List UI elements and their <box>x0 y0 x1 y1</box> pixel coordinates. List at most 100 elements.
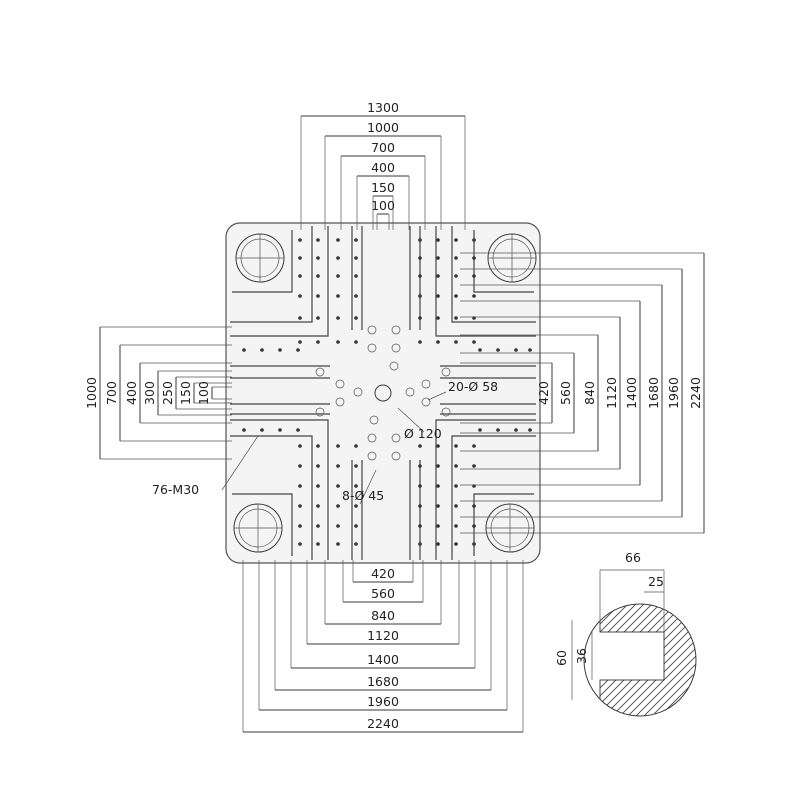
t-slot-edge <box>435 226 536 337</box>
threaded-hole <box>478 348 482 352</box>
platen-plate <box>225 222 541 564</box>
hatch-line <box>712 600 800 720</box>
threaded-hole <box>354 238 358 242</box>
locating-hole <box>441 367 451 377</box>
t-slot-edge <box>435 419 536 560</box>
threaded-hole <box>278 428 282 432</box>
threaded-hole <box>472 464 476 468</box>
threaded-hole <box>436 294 440 298</box>
right-dim-label: 1680 <box>646 377 661 409</box>
leader-center-120 <box>397 407 425 433</box>
callout-threads-m30: 76-M30 <box>152 482 199 497</box>
threaded-hole <box>354 294 358 298</box>
hatch-line <box>704 600 800 720</box>
locating-hole <box>367 451 377 461</box>
hatch-line <box>647 604 696 716</box>
hatch-line <box>584 604 641 716</box>
top-dim-label: 400 <box>371 160 395 175</box>
t-slots <box>230 226 536 560</box>
t-slot-edge <box>451 226 536 323</box>
hatch-line <box>623 604 696 716</box>
hatch-line <box>671 604 696 716</box>
hatch-line <box>584 604 633 716</box>
threaded-hole <box>260 348 264 352</box>
top-dim-label: 1000 <box>367 120 399 135</box>
threaded-hole <box>454 340 458 344</box>
hatch-line <box>639 604 696 716</box>
threaded-hole <box>472 274 476 278</box>
threaded-hole <box>454 274 458 278</box>
hatch-line <box>615 604 696 716</box>
locating-hole <box>391 433 401 443</box>
locating-hole <box>421 379 431 389</box>
threaded-hole <box>316 542 320 546</box>
threaded-hole <box>454 256 458 260</box>
threaded-hole <box>418 316 422 320</box>
threaded-hole <box>242 348 246 352</box>
threaded-hole <box>472 524 476 528</box>
right-dim-label: 840 <box>582 381 597 405</box>
threaded-hole <box>336 294 340 298</box>
threaded-hole <box>296 428 300 432</box>
threaded-hole <box>418 294 422 298</box>
threaded-hole <box>336 274 340 278</box>
bottom-dim-label: 1960 <box>367 694 399 709</box>
threaded-hole <box>454 504 458 508</box>
threaded-hole <box>336 256 340 260</box>
left-dim-label: 100 <box>196 381 211 405</box>
threaded-hole <box>528 348 532 352</box>
threaded-hole <box>436 504 440 508</box>
locating-hole <box>367 343 377 353</box>
threaded-hole <box>454 294 458 298</box>
threaded-hole <box>354 444 358 448</box>
locating-hole <box>441 407 451 417</box>
locating-hole <box>369 415 379 425</box>
locating-hole <box>353 387 363 397</box>
threaded-hole <box>336 524 340 528</box>
locating-hole <box>391 343 401 353</box>
threaded-hole <box>298 256 302 260</box>
threaded-hole <box>436 444 440 448</box>
threaded-hole <box>298 444 302 448</box>
locating-hole <box>367 325 377 335</box>
t-slot-edge <box>230 419 329 560</box>
left-dim-label: 300 <box>142 381 157 405</box>
threaded-hole <box>316 444 320 448</box>
threaded-hole <box>436 524 440 528</box>
leader-threads-m30 <box>221 435 259 491</box>
left-dim-label: 700 <box>104 381 119 405</box>
hatch-line <box>655 604 696 716</box>
threaded-hole <box>472 238 476 242</box>
threaded-hole <box>316 464 320 468</box>
bottom-dim-label: 1400 <box>367 652 399 667</box>
threaded-hole <box>316 274 320 278</box>
threaded-hole <box>472 504 476 508</box>
threaded-hole <box>472 444 476 448</box>
threaded-hole <box>478 428 482 432</box>
threaded-hole <box>496 348 500 352</box>
locating-hole <box>421 397 431 407</box>
threaded-hole <box>354 274 358 278</box>
threaded-hole <box>336 340 340 344</box>
threaded-hole <box>316 294 320 298</box>
threaded-hole <box>454 484 458 488</box>
threaded-hole <box>336 464 340 468</box>
center-hole <box>374 384 392 402</box>
bottom-dim-label: 1680 <box>367 674 399 689</box>
threaded-hole <box>298 274 302 278</box>
right-dim-label: 1400 <box>624 377 639 409</box>
threaded-hole <box>436 238 440 242</box>
right-dim-label: 1120 <box>604 377 619 409</box>
hatch-line <box>631 604 696 716</box>
threaded-hole <box>354 464 358 468</box>
threaded-hole <box>418 504 422 508</box>
threaded-hole <box>454 316 458 320</box>
threaded-hole <box>316 340 320 344</box>
threaded-hole <box>354 484 358 488</box>
threaded-hole <box>454 524 458 528</box>
threaded-hole <box>418 256 422 260</box>
top-dim-label: 700 <box>371 140 395 155</box>
threaded-hole <box>354 340 358 344</box>
